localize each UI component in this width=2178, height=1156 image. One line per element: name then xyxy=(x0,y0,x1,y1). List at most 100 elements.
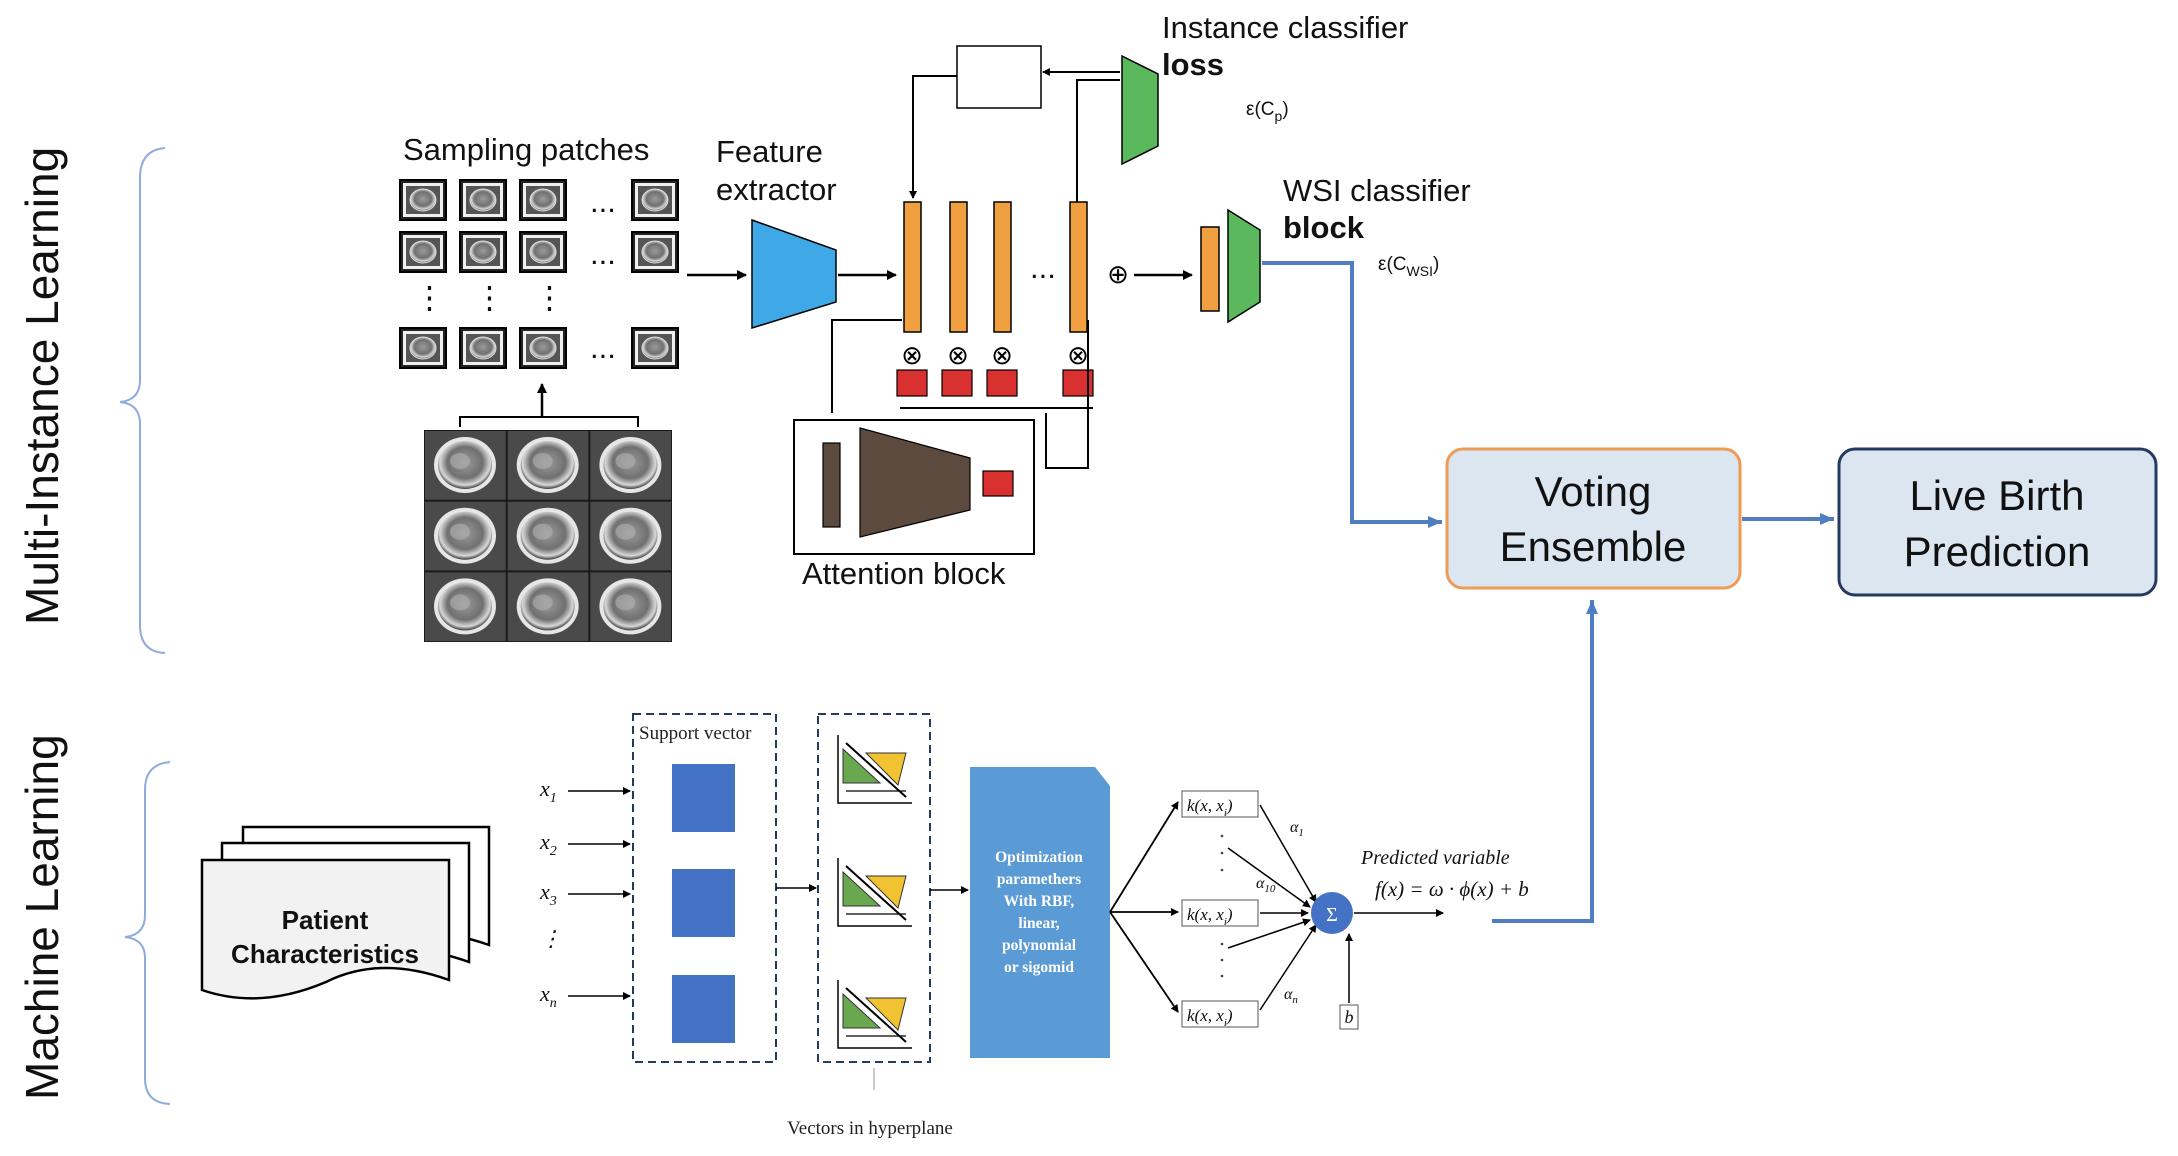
prediction-label-2: Prediction xyxy=(1904,528,2091,575)
voting-ensemble-label-2: Ensemble xyxy=(1500,523,1687,570)
prediction-label-1: Live Birth xyxy=(1909,472,2084,519)
section-label-ml: Machine Learning xyxy=(16,734,68,1100)
otimes-n: ⊗ xyxy=(1067,340,1089,370)
patch-thumbnail xyxy=(631,179,679,221)
bias-symbol: b xyxy=(1345,1007,1354,1027)
brace-ml xyxy=(124,761,171,1105)
ml-input-n: xn xyxy=(539,981,557,1011)
hyperplane-box xyxy=(817,713,931,1063)
patch-thumbnail xyxy=(631,327,679,369)
patch-ellipses: ... ... ... ⋮ ⋮ ⋮ xyxy=(414,184,616,365)
vdots-col-2: ⋮ xyxy=(474,280,505,315)
feature-bar-n xyxy=(1069,201,1088,333)
connector-bar-to-instance-classifier xyxy=(1076,79,1120,202)
patch-thumbnail xyxy=(459,231,507,273)
attention-network-trapezoid xyxy=(859,427,971,538)
ellipsis-row-2: ... xyxy=(590,236,616,271)
support-vector-label: Support vector xyxy=(639,723,752,744)
svg-text:k(x, xi): k(x, xi) xyxy=(1187,1006,1233,1029)
instance-loss-box xyxy=(956,45,1042,109)
embryo-image xyxy=(507,572,589,642)
patch-thumbnail xyxy=(631,231,679,273)
wsi-loss-symbol: ε(CWSI) xyxy=(1378,254,1439,279)
support-vector-square-1 xyxy=(672,764,735,832)
attention-block-label: Attention block xyxy=(802,556,1006,591)
svg-text:k(x, xi): k(x, xi) xyxy=(1187,796,1233,819)
alpha-10: α10 xyxy=(1256,875,1276,895)
feature-extractor-label-2: extractor xyxy=(716,172,837,207)
hyperplane-plot xyxy=(837,858,912,927)
instance-loss-symbol: ε(Cp) xyxy=(1246,99,1289,124)
alpha-1: α1 xyxy=(1290,819,1304,839)
feature-bar-1 xyxy=(903,201,922,333)
patient-characteristics-label-2: Characteristics xyxy=(231,939,419,969)
otimes-2: ⊗ xyxy=(947,340,969,370)
attention-weight-2 xyxy=(941,369,973,397)
arrow-ml-to-voting xyxy=(1492,600,1598,923)
embryo-image xyxy=(590,501,672,571)
summation-node xyxy=(1311,892,1353,934)
ellipsis-row-1: ... xyxy=(590,184,616,219)
wsi-feature-bar xyxy=(1200,226,1220,312)
predicted-variable-label: Predicted variable xyxy=(1360,847,1510,869)
embryo-image xyxy=(425,572,506,642)
wsi-classifier-label-1: WSI classifier xyxy=(1283,173,1471,208)
kernel-dots xyxy=(1220,834,1224,978)
kernel-node: k(x, xi) xyxy=(1181,899,1259,928)
kernel-nodes: k(x, xi) k(x, xi) k(x, xi) xyxy=(1181,790,1259,1029)
hyperplane-plot xyxy=(837,980,912,1049)
patch-thumbnail xyxy=(399,231,447,273)
feature-extractor-label-1: Feature xyxy=(716,134,823,169)
instance-classifier-trapezoid xyxy=(1121,54,1159,166)
embryo-image xyxy=(425,501,506,571)
vdots-col-1: ⋮ xyxy=(414,280,445,315)
prediction-formula: f(x) = ω · ϕ(x) + b xyxy=(1375,877,1529,901)
instance-classifier-label-1: Instance classifier xyxy=(1162,10,1408,45)
optimization-block xyxy=(970,767,1110,1058)
patch-thumbnail xyxy=(459,327,507,369)
patient-characteristics-label-1: Patient xyxy=(282,905,369,935)
attention-output-square xyxy=(982,470,1014,497)
arrow-wsi-to-voting xyxy=(1262,261,1442,528)
ml-input-2: x2 xyxy=(539,829,557,859)
patch-grid xyxy=(399,179,679,369)
connector-attention-left xyxy=(831,319,902,413)
attention-input-bar xyxy=(822,442,841,528)
embryo-image xyxy=(425,431,506,500)
live-birth-prediction-box xyxy=(1837,447,2158,597)
otimes-3: ⊗ xyxy=(991,340,1013,370)
embryo-image xyxy=(590,431,672,500)
attention-weights xyxy=(896,369,1094,397)
ellipsis-row-4: ... xyxy=(590,330,616,365)
wsi-classifier-trapezoid xyxy=(1227,208,1261,324)
ml-input-1: x1 xyxy=(539,776,557,806)
patient-characteristics-stack xyxy=(200,825,491,1000)
attention-weight-3 xyxy=(986,369,1018,397)
summation-symbol: Σ xyxy=(1326,904,1338,926)
kernel-node: k(x, xi) xyxy=(1181,790,1259,819)
patch-thumbnail xyxy=(459,179,507,221)
patch-thumbnail xyxy=(519,231,567,273)
vdots-col-3: ⋮ xyxy=(534,280,565,315)
optimization-line: linear, xyxy=(1018,915,1059,932)
connector-attention-right xyxy=(1045,320,1089,469)
optimization-line: or sigomid xyxy=(1004,959,1074,976)
otimes-1: ⊗ xyxy=(901,340,923,370)
embryo-image xyxy=(507,501,589,571)
feature-extractor-trapezoid xyxy=(751,218,837,330)
kernel-arrows xyxy=(1109,801,1444,1013)
feature-bar-2 xyxy=(949,201,968,333)
support-vector-square-2 xyxy=(672,869,735,937)
optimization-line: paramethers xyxy=(997,871,1081,888)
optimization-line: With RBF, xyxy=(1004,893,1075,910)
embryo-image xyxy=(507,431,589,500)
patch-thumbnail xyxy=(399,327,447,369)
embryo-cells xyxy=(425,431,672,642)
voting-ensemble-label-1: Voting xyxy=(1535,468,1652,515)
wsi-classifier-label-2: block xyxy=(1283,210,1365,245)
otimes-row: ⊗ ⊗ ⊗ ⊗ xyxy=(901,340,1089,370)
voting-ensemble-box xyxy=(1445,447,1742,590)
